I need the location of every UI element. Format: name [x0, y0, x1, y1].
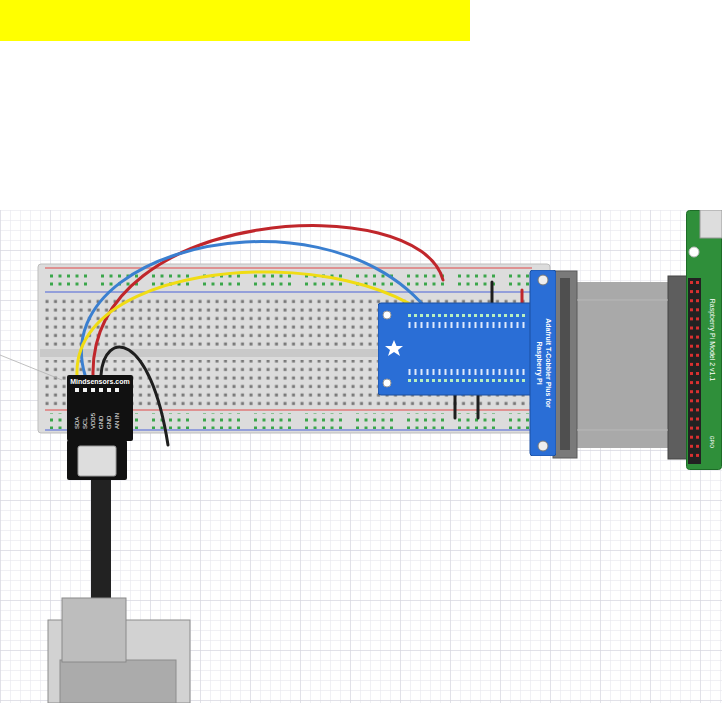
board-label: Adafruit T-Cobbler Plus for Raspberry Pi	[533, 311, 553, 415]
cobbler-board	[378, 270, 556, 456]
motor-plug	[62, 598, 126, 662]
pin-label: AN IN	[113, 401, 121, 429]
grid-major	[0, 210, 722, 703]
pin-label: GND	[97, 401, 105, 429]
pin-label: SDA	[73, 401, 81, 429]
brand-label: Mindsensors.com	[67, 377, 133, 387]
ribbon-stripe	[577, 300, 668, 301]
sensor-module: Mindsensors.comSDASCLVDD5GNDGNDAN IN	[67, 375, 133, 441]
leader-line	[0, 355, 62, 380]
sensor-cable	[91, 478, 111, 612]
pi-board	[686, 210, 722, 470]
sensor-socket	[78, 446, 116, 476]
sensor-lower-body	[48, 440, 190, 703]
ribbon-connector	[553, 271, 577, 458]
raspberry-pi-board: Raspberry Pi Model 2 v1.1GPIO	[686, 210, 722, 470]
highlight-bar	[0, 0, 470, 41]
ribbon-stripe	[577, 430, 668, 431]
black-jumper	[491, 282, 494, 305]
pin-label: SCL	[81, 401, 89, 429]
pin-label: GND	[105, 401, 113, 429]
ribbon-connector	[668, 276, 688, 459]
board-label: Raspberry Pi Model 2 v1.1	[707, 270, 717, 410]
sensor-housing	[67, 440, 127, 480]
header-label: GPIO	[708, 427, 716, 457]
grid-ground	[0, 210, 722, 703]
black-jumper	[454, 392, 457, 418]
pin-label: VDD5	[89, 401, 97, 429]
motor-face	[60, 660, 176, 703]
black-jumper	[477, 392, 480, 418]
rail-line	[45, 291, 532, 292]
ribbon-connector	[560, 278, 570, 450]
rail-line	[45, 267, 532, 268]
cobbler-board: Adafruit T-Cobbler Plus for Raspberry Pi	[378, 270, 556, 456]
red-wire	[93, 226, 443, 375]
